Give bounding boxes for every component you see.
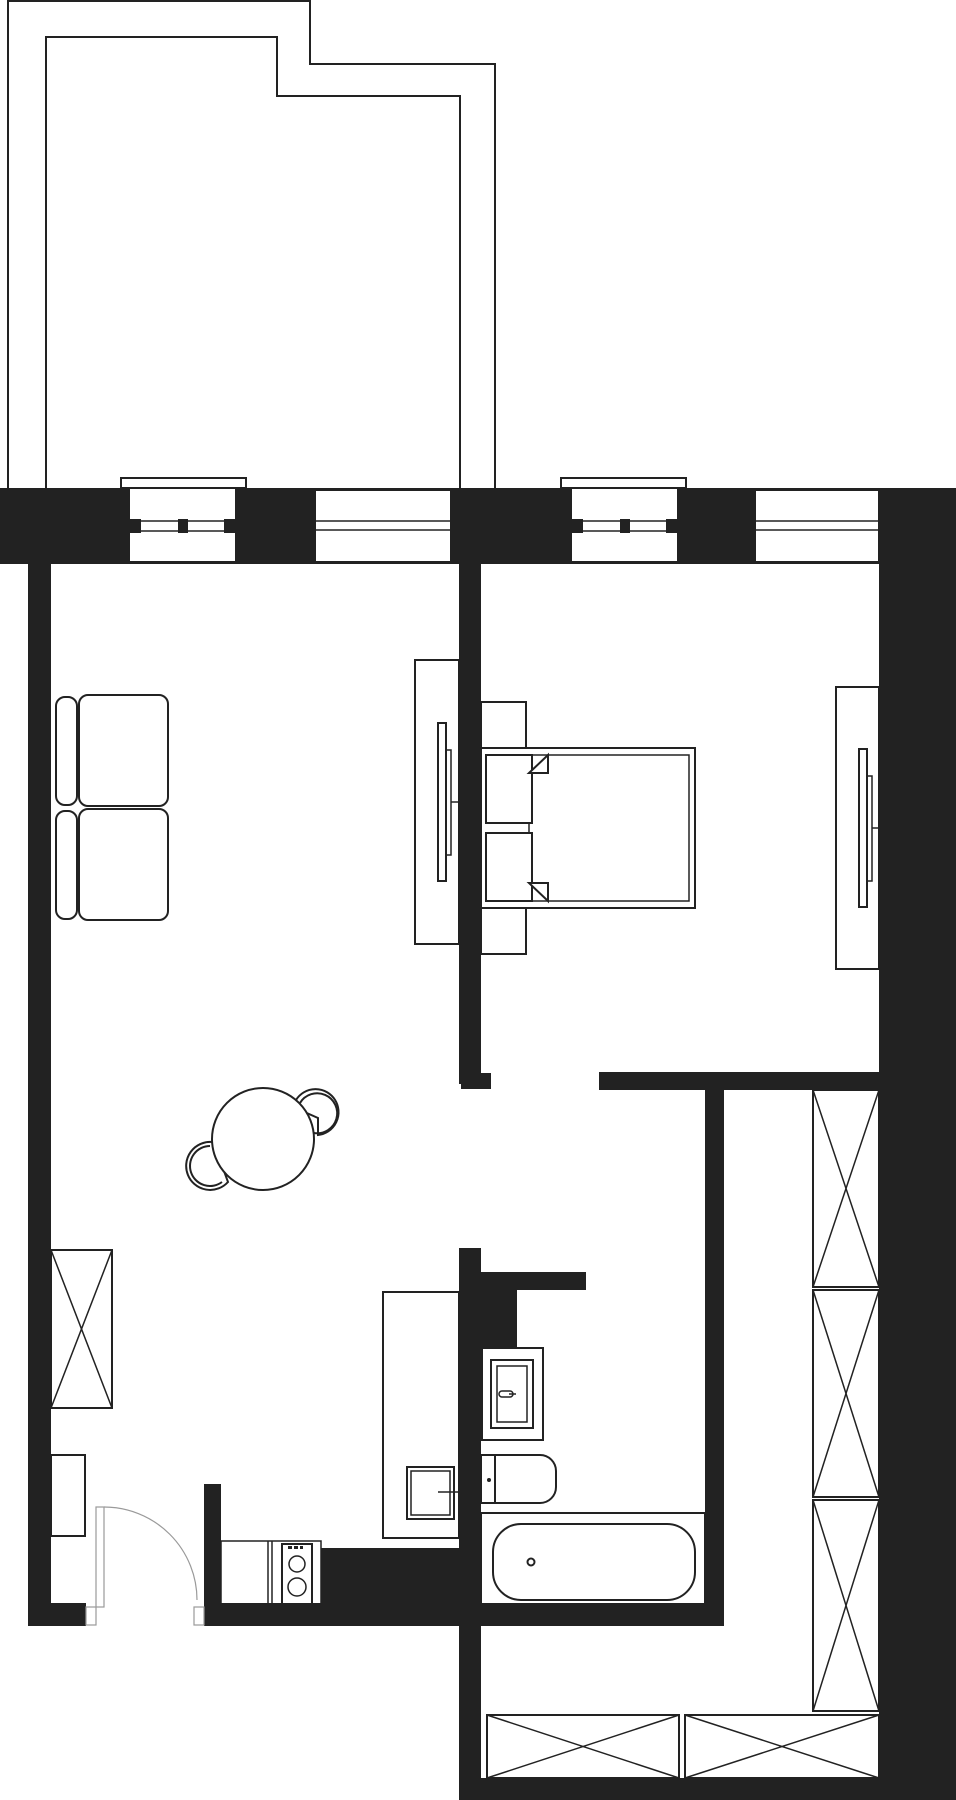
- entrance-wall-stub-left: [28, 1603, 86, 1626]
- bathroom-top-wall-block: [459, 1272, 517, 1347]
- window-living-right: [314, 489, 452, 563]
- right-exterior-wall: [879, 488, 956, 1800]
- bed: [480, 701, 696, 955]
- kitchen: [220, 1291, 460, 1607]
- bedroom-bottom-wall: [599, 1072, 879, 1090]
- wardrobes-hallway: [486, 1089, 880, 1779]
- shoe-cabinet: [50, 1454, 86, 1537]
- sofa: [55, 694, 169, 921]
- window-bedroom-left: [560, 477, 687, 563]
- walls: [28, 488, 956, 1800]
- entrance-door: [85, 1506, 205, 1626]
- hall-bathroom-wall: [705, 1090, 724, 1626]
- tv-cabinet-bedroom: [835, 686, 880, 970]
- bedroom-door-jamb: [461, 1073, 491, 1089]
- tv-cabinet-living: [414, 659, 460, 945]
- wardrobe-living: [50, 1249, 113, 1409]
- window-bedroom-right: [754, 489, 880, 563]
- kitchen-counter-wall-block: [321, 1548, 461, 1606]
- balcony-inner-outline: [45, 36, 461, 488]
- balcony-outer-outline: [7, 0, 496, 488]
- bottom-exterior-wall: [459, 1778, 956, 1800]
- window-living-left: [120, 477, 247, 563]
- dining-table: [185, 1087, 340, 1191]
- living-bedroom-partition: [459, 564, 481, 1084]
- bathroom-left-wall: [459, 1248, 481, 1800]
- balcony: [7, 0, 496, 488]
- left-exterior-wall: [28, 564, 51, 1626]
- kitchen-short-wall: [204, 1484, 221, 1626]
- bathroom: [480, 1347, 706, 1609]
